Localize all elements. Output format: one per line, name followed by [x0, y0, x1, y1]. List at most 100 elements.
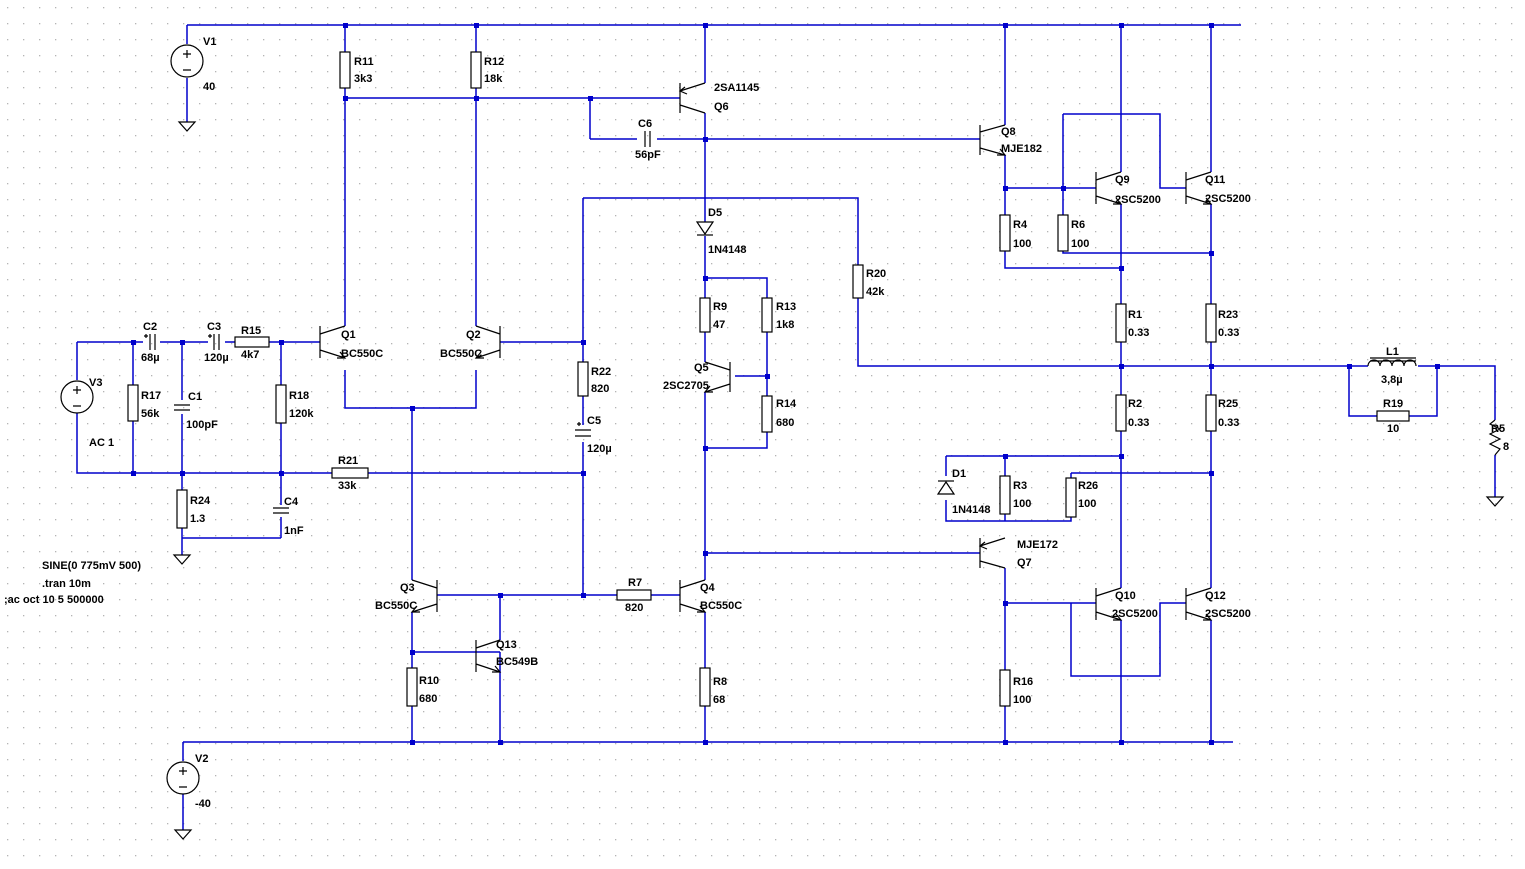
d1-name: D1	[952, 468, 966, 480]
resistor-r5[interactable]: R5 8	[1488, 419, 1509, 456]
resistor-r14[interactable]: R14 680	[761, 395, 797, 433]
r14-value: 680	[776, 417, 794, 429]
v2-value: -40	[195, 798, 211, 810]
q4-value: BC550C	[700, 600, 742, 612]
d1-value: 1N4148	[952, 504, 991, 516]
diode-d1[interactable]: D1 1N4148	[936, 468, 991, 516]
resistor-r4[interactable]: R4 100	[999, 214, 1031, 252]
r9-value: 47	[713, 319, 725, 331]
resistor-r6[interactable]: R6 100	[1057, 214, 1089, 252]
resistor-r16[interactable]: R16 100	[999, 669, 1033, 707]
capacitor-c6[interactable]: C6 56pF	[635, 118, 661, 161]
v3-value: AC 1	[89, 437, 114, 449]
wires	[76, 24, 1496, 830]
r1-name: R1	[1128, 309, 1142, 321]
source-v2[interactable]: V2 -40	[166, 753, 211, 840]
q10-name: Q10	[1115, 590, 1136, 602]
c2-name: C2	[143, 321, 157, 333]
r13-value: 1k8	[776, 319, 794, 331]
resistor-r23[interactable]: R23 0.33	[1205, 303, 1239, 343]
r26-name: R26	[1078, 480, 1098, 492]
v1-value: 40	[203, 81, 215, 93]
transistor-q10[interactable]: Q10 2SC5200	[1095, 587, 1158, 621]
q4-name: Q4	[700, 582, 716, 594]
r17-value: 56k	[141, 408, 160, 420]
r14-name: R14	[776, 398, 797, 410]
r1-value: 0.33	[1128, 327, 1149, 339]
ground-symbols	[172, 496, 1505, 565]
resistor-r1[interactable]: R1 0.33	[1115, 303, 1149, 343]
transistor-q12[interactable]: Q12 2SC5200	[1185, 587, 1251, 621]
resistor-r25[interactable]: R25 0.33	[1205, 394, 1239, 432]
transistor-q9[interactable]: Q9 2SC5200	[1095, 171, 1161, 206]
transistor-q1[interactable]: Q1 BC550C	[319, 325, 383, 360]
r8-name: R8	[713, 676, 727, 688]
resistor-r18[interactable]: R18 120k	[275, 384, 314, 424]
q2-name: Q2	[466, 329, 481, 341]
l1-value: 3,8µ	[1381, 374, 1403, 386]
v3-name: V3	[89, 377, 102, 389]
resistor-r26[interactable]: R26 100	[1065, 477, 1098, 518]
source-v1[interactable]: V1 40	[170, 36, 216, 132]
c1-name: C1	[188, 391, 202, 403]
transistor-q5[interactable]: Q5 2SC2705	[663, 361, 731, 393]
resistor-r19[interactable]: R19 10	[1376, 398, 1410, 435]
q2-value: BC550C	[440, 348, 482, 360]
source-v3[interactable]: V3 AC 1	[60, 377, 114, 449]
v1-name: V1	[203, 36, 216, 48]
resistor-r3[interactable]: R3 100	[999, 475, 1031, 515]
resistor-r9[interactable]: R9 47	[699, 297, 727, 333]
r19-name: R19	[1383, 398, 1403, 410]
transistor-q7[interactable]: MJE172 Q7	[978, 537, 1058, 569]
c2-value: 68µ	[141, 352, 160, 364]
diode-d5[interactable]: D5 1N4148	[695, 207, 747, 256]
c4-name: C4	[284, 496, 299, 508]
resistor-r7[interactable]: R7 820	[616, 577, 652, 614]
transistor-q6[interactable]: 2SA1145 Q6	[678, 82, 759, 114]
d5-value: 1N4148	[708, 244, 747, 256]
resistor-r11[interactable]: R11 3k3	[339, 51, 374, 89]
r16-value: 100	[1013, 694, 1031, 706]
transistor-q8[interactable]: Q8 MJE182	[979, 124, 1042, 156]
capacitor-c3[interactable]: C3 120µ	[204, 321, 229, 364]
transistor-q2[interactable]: Q2 BC550C	[440, 325, 501, 360]
resistor-r10[interactable]: R10 680	[406, 667, 439, 707]
r9-name: R9	[713, 301, 727, 313]
r16-name: R16	[1013, 676, 1033, 688]
resistor-r2[interactable]: R2 0.33	[1115, 394, 1149, 432]
resistor-r12[interactable]: R12 18k	[470, 51, 504, 89]
q10-value: 2SC5200	[1112, 608, 1158, 620]
capacitor-c5[interactable]: C5 120µ	[575, 415, 612, 455]
resistor-r17[interactable]: R17 56k	[127, 384, 161, 422]
r15-name: R15	[241, 325, 261, 337]
q1-value: BC550C	[341, 348, 383, 360]
transistor-q4[interactable]: Q4 BC550C	[679, 579, 742, 613]
resistor-r13[interactable]: R13 1k8	[761, 297, 796, 333]
capacitor-c2[interactable]: C2 68µ	[141, 321, 160, 364]
r15-value: 4k7	[241, 349, 259, 361]
r25-name: R25	[1218, 398, 1238, 410]
resistor-r20[interactable]: R20 42k	[852, 264, 886, 299]
r10-name: R10	[419, 675, 439, 687]
c3-value: 120µ	[204, 352, 229, 364]
resistor-r8[interactable]: R8 68	[699, 667, 727, 707]
resistor-r21[interactable]: R21 33k	[331, 455, 369, 492]
resistor-r15[interactable]: R15 4k7	[234, 325, 270, 361]
resistor-r24[interactable]: R24 1.3	[176, 489, 211, 529]
resistor-r22[interactable]: R22 820	[577, 361, 611, 397]
q3-name: Q3	[400, 582, 415, 594]
transistor-q13[interactable]: Q13 BC549B	[475, 639, 538, 673]
r20-name: R20	[866, 268, 886, 280]
inductor-l1[interactable]: L1 3,8µ	[1367, 346, 1417, 386]
transistor-q11[interactable]: Q11 2SC5200	[1185, 171, 1251, 205]
r4-name: R4	[1013, 219, 1028, 231]
capacitor-c4[interactable]: C4 1nF	[273, 496, 304, 537]
capacitor-c1[interactable]: C1 100pF	[174, 391, 218, 431]
c4-value: 1nF	[284, 525, 304, 537]
v2-name: V2	[195, 753, 208, 765]
q3-value: BC550C	[375, 600, 417, 612]
transistor-q3[interactable]: Q3 BC550C	[375, 579, 438, 613]
directive-sine: SINE(0 775mV 500)	[42, 560, 141, 572]
q5-value: 2SC2705	[663, 380, 709, 392]
